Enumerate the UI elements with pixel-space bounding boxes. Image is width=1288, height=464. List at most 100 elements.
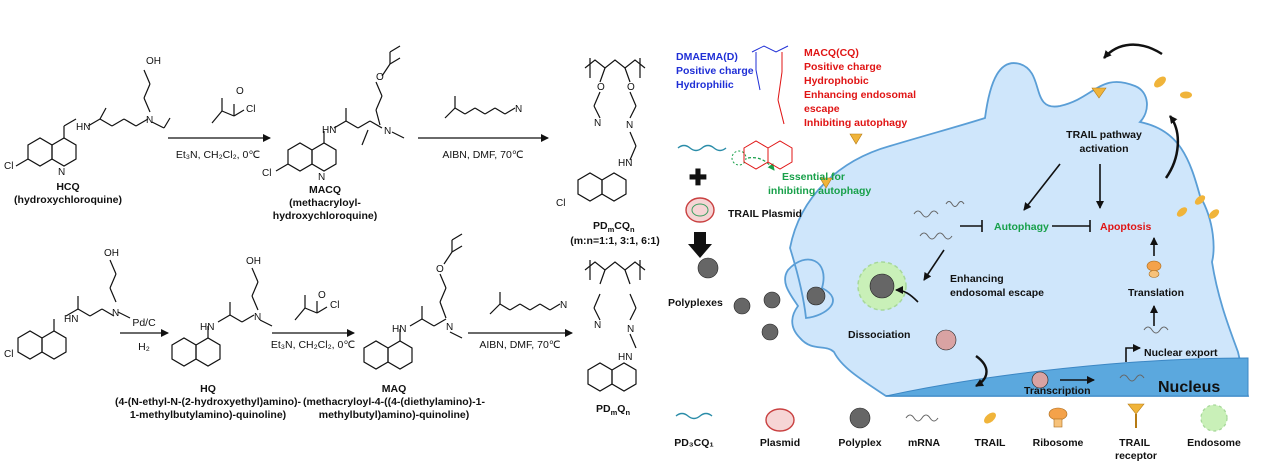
hcq-full: (hydroxychloroquine) bbox=[14, 194, 122, 206]
polyplex-icon bbox=[697, 257, 719, 279]
legend-label-6-line2: receptor bbox=[1115, 450, 1157, 462]
legend: PD₃CQ₁ Plasmid Polyplex mRNA TRAIL Ribos… bbox=[674, 403, 1241, 462]
dmaema-reagent-2 bbox=[489, 292, 561, 315]
pdcq-label: PDmCQn bbox=[593, 220, 635, 234]
pdcq-pd: PD bbox=[593, 220, 608, 232]
atom-oh: OH bbox=[146, 56, 161, 67]
legend-trail-icon bbox=[984, 412, 996, 424]
hq-full-2: 1-methylbutylamino)-quinoline) bbox=[130, 409, 286, 421]
nuclear-export-label: Nuclear export bbox=[1144, 347, 1218, 359]
down-arrow-icon bbox=[688, 232, 712, 258]
legend-mrna-icon bbox=[905, 414, 939, 422]
atom-hn-4: HN bbox=[64, 314, 78, 325]
atom-hn-7: HN bbox=[618, 352, 632, 363]
atom-n-6: N bbox=[112, 308, 119, 319]
nucleus-label: Nucleus bbox=[1158, 379, 1220, 396]
macq-structure bbox=[275, 45, 405, 172]
apoptosis-label: Apoptosis bbox=[1100, 221, 1151, 233]
ribosome-icon bbox=[1146, 260, 1162, 278]
cell-body bbox=[784, 62, 1250, 397]
reagent-4: AIBN, DMF, 70℃ bbox=[479, 339, 560, 351]
trail-icon bbox=[1180, 91, 1192, 99]
polymer-chain-icon bbox=[677, 144, 727, 152]
trail-receptor-icon bbox=[819, 177, 833, 189]
pdq-n: n bbox=[625, 408, 630, 417]
c-endosomal-label: Enhancing endosomal bbox=[804, 89, 916, 101]
polyplex-icon bbox=[935, 329, 957, 351]
legend-label-1: Plasmid bbox=[760, 437, 800, 449]
atom-n-8: N bbox=[446, 322, 453, 333]
legend-label-3: mRNA bbox=[908, 437, 941, 449]
activation-to-autophagy bbox=[1023, 163, 1061, 211]
trail-activation-2: activation bbox=[1079, 143, 1128, 155]
atom-hn-5: HN bbox=[200, 322, 214, 333]
trail-activation-1: TRAIL pathway bbox=[1066, 129, 1142, 141]
d-positive-label: Positive charge bbox=[676, 65, 754, 77]
c-positive-label: Positive charge bbox=[804, 61, 882, 73]
trail-icon bbox=[1154, 76, 1166, 88]
legend-polyplex-icon bbox=[849, 407, 871, 429]
trail-icon bbox=[1208, 209, 1220, 219]
atom-labels: OH N HN Cl N O Cl HN N O Cl N N O O N N … bbox=[4, 56, 635, 363]
polyplex-icon bbox=[763, 291, 781, 309]
c-escape-label: escape bbox=[804, 103, 840, 115]
atom-n-7: N bbox=[254, 312, 261, 323]
atom-n-2: N bbox=[384, 126, 391, 137]
atom-n-ring: N bbox=[58, 167, 65, 178]
atom-n-3: N bbox=[515, 104, 522, 115]
legend-trail-receptor-icon bbox=[1127, 403, 1145, 428]
atom-cl-6: Cl bbox=[330, 300, 339, 311]
maq-name: MAQ bbox=[382, 383, 407, 395]
pdq-pd: PD bbox=[596, 403, 611, 415]
reagent-2: AIBN, DMF, 70℃ bbox=[442, 149, 523, 161]
dissociation-label: Dissociation bbox=[848, 329, 910, 341]
pdq-m: m bbox=[611, 408, 618, 417]
legend-label-0: PD₃CQ₁ bbox=[674, 437, 714, 449]
maq-full-1: (methacryloyl-4-((4-(diethylamino)-1- bbox=[303, 396, 486, 408]
methacryloyl-chloride-2 bbox=[294, 295, 328, 321]
enhancing-label-2: endosomal escape bbox=[950, 287, 1044, 299]
hq-name: HQ bbox=[200, 383, 216, 395]
d-hydrophilic-label: Hydrophilic bbox=[676, 79, 734, 91]
polyplex-icon bbox=[733, 297, 751, 315]
mrna-icon bbox=[919, 232, 953, 240]
atom-n-10: N bbox=[627, 324, 634, 335]
polyplex-icon bbox=[761, 323, 779, 341]
reagent-3: Et₃N, CH₂Cl₂, 0℃ bbox=[271, 339, 356, 351]
trail-cycle-arrow-2 bbox=[1103, 43, 1163, 59]
autophagy-label: Autophagy bbox=[994, 221, 1049, 233]
pdq-label: PDmQn bbox=[596, 403, 630, 417]
atom-o-6: O bbox=[436, 264, 444, 275]
nuclear-export-arrow bbox=[1125, 344, 1141, 362]
atom-o-4: O bbox=[627, 82, 635, 93]
macq-name: MACQ bbox=[309, 184, 341, 196]
reagent-h2: H₂ bbox=[138, 341, 150, 353]
transcription-label: Transcription bbox=[1024, 385, 1091, 397]
atom-o-5: O bbox=[318, 290, 326, 301]
trail-icon bbox=[1176, 207, 1188, 217]
mrna-icon bbox=[1143, 326, 1169, 334]
pdcq-ratio: (m:n=1:1, 3:1, 6:1) bbox=[570, 235, 660, 247]
pdcq-n: n bbox=[630, 225, 635, 234]
mrna-icon bbox=[913, 210, 939, 218]
essential-arrow bbox=[747, 157, 775, 171]
pdcq-structure bbox=[577, 58, 646, 202]
trail-receptor-group bbox=[819, 87, 1107, 189]
legend-polymer-chain-icon bbox=[675, 412, 713, 420]
atom-hn: HN bbox=[76, 122, 90, 133]
reagent-pd: Pd/C bbox=[132, 317, 156, 329]
legend-label-6: TRAIL receptor bbox=[1115, 437, 1157, 462]
polyplex-group bbox=[697, 257, 1049, 389]
maq-full-2: methylbutyl)amino)-quinoline) bbox=[319, 409, 470, 421]
polymer-structure-red bbox=[743, 52, 793, 170]
legend-label-4: TRAIL bbox=[975, 437, 1006, 449]
polyplex-icon bbox=[806, 286, 826, 306]
plasmid-label: TRAIL Plasmid bbox=[728, 208, 802, 220]
trail-receptor-icon bbox=[849, 133, 863, 145]
hcq-name: HCQ bbox=[56, 181, 79, 193]
essential-label-1: Essential for bbox=[782, 171, 845, 183]
atom-n-9: N bbox=[560, 300, 567, 311]
atom-oh-3: OH bbox=[246, 256, 261, 267]
macq-full-2: hydroxychloroquine) bbox=[273, 210, 377, 222]
trail-receptor-icon bbox=[1091, 87, 1107, 99]
